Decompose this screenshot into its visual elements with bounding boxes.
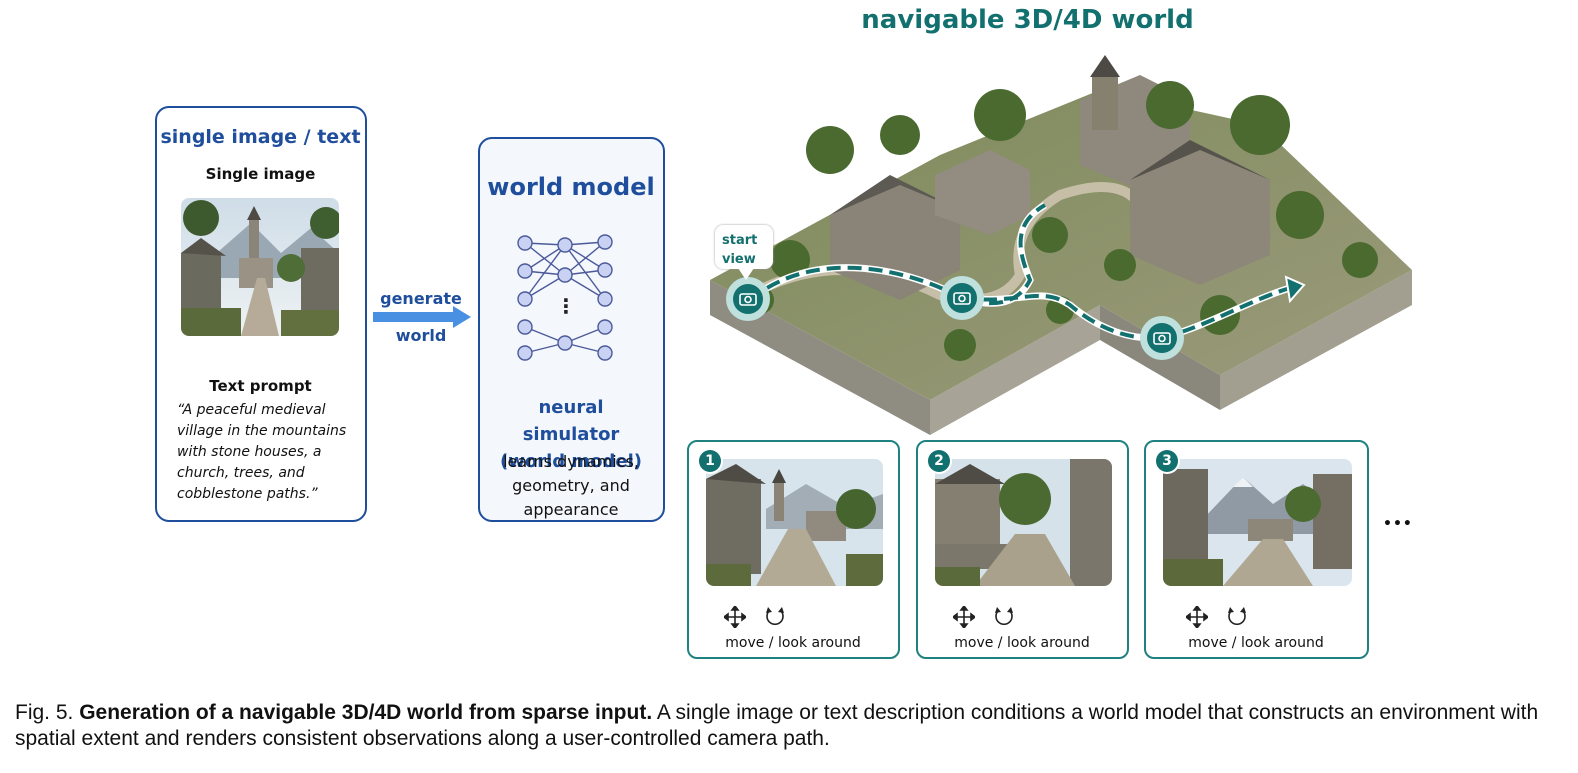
camera-marker-3 — [1140, 316, 1184, 360]
view-3-caption: move / look around — [1188, 635, 1324, 651]
network-ellipsis: ⋮ — [556, 294, 576, 318]
input-panel-title: single image / text — [160, 126, 361, 148]
view-1-render — [706, 459, 883, 586]
move-icon[interactable] — [724, 606, 746, 628]
single-image-label: Single image — [205, 165, 316, 183]
look-around-icon[interactable] — [764, 606, 786, 628]
callout-pointer — [738, 268, 754, 280]
input-panel: single image / text Single image Text p — [155, 106, 367, 522]
start-view-callout: start view — [715, 225, 773, 269]
start-view-label: start view — [722, 233, 758, 267]
caption-prefix: Fig. 5. — [15, 701, 74, 724]
isometric-village-world — [710, 55, 1412, 435]
input-village-image — [181, 198, 339, 336]
neural-simulator-subtitle: neural simulator (world model) — [499, 397, 643, 472]
text-prompt-label: Text prompt — [209, 377, 312, 395]
move-icon[interactable] — [953, 606, 975, 628]
view-panel-2: 2 move / look around — [916, 440, 1129, 659]
look-around-icon[interactable] — [1226, 606, 1248, 628]
world-model-panel: world model ⋮ neural simulator (world mo… — [478, 137, 665, 522]
caption-bold: Generation of a navigable 3D/4D world fr… — [79, 701, 653, 724]
move-icon[interactable] — [1186, 606, 1208, 628]
view-2-caption: move / look around — [954, 635, 1090, 651]
camera-marker-1 — [726, 277, 770, 321]
view-panel-3: 3 move / look around — [1144, 440, 1369, 659]
world-label: world — [395, 326, 447, 345]
look-around-icon[interactable] — [993, 606, 1015, 628]
camera-marker-2 — [940, 276, 984, 320]
view-2-render — [935, 459, 1112, 586]
view-3-render — [1163, 459, 1352, 586]
caption-rest: A single image or text description condi… — [15, 701, 1539, 750]
view-3-number-badge: 3 — [1156, 450, 1178, 472]
view-1-caption: move / look around — [725, 635, 861, 651]
world-title: navigable 3D/4D world — [861, 5, 1194, 35]
world-model-title: world model — [487, 173, 655, 201]
generate-label: generate — [380, 289, 462, 308]
view-2-number-badge: 2 — [928, 450, 950, 472]
view-1-number-badge: 1 — [699, 450, 721, 472]
figure-caption: Fig. 5. Generation of a navigable 3D/4D … — [15, 700, 1575, 752]
text-prompt-content: “A peaceful medieval village in the moun… — [177, 402, 347, 502]
view-panel-1: 1 move / look around — [687, 440, 900, 659]
neural-network-icon — [517, 234, 613, 361]
more-views-indicator: ••• — [1383, 516, 1413, 532]
world-model-description: learns dynamics, geometry, and appearanc… — [503, 452, 639, 519]
right-arrow-icon — [373, 306, 471, 328]
